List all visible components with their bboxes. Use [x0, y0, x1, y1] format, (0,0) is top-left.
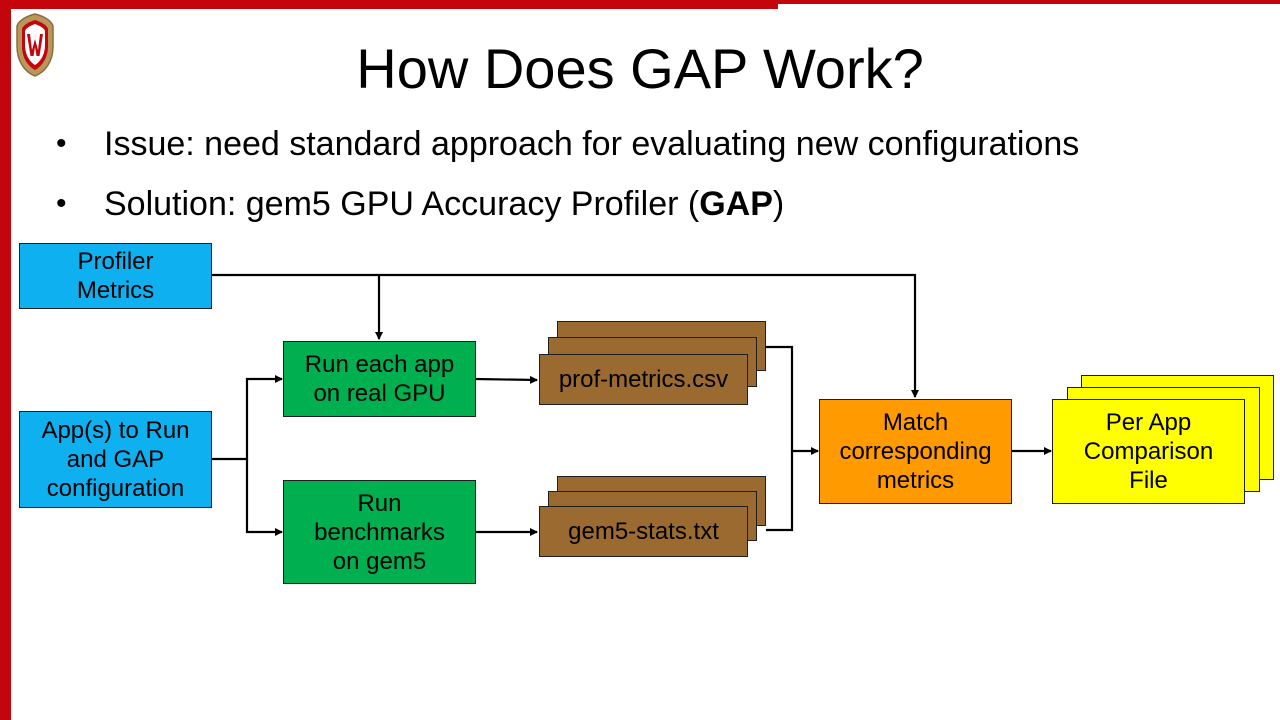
- per-app-line2: Comparison: [1083, 438, 1214, 465]
- top-accent-bar-thin: [778, 0, 1280, 4]
- profiler-metrics-line2: Metrics: [76, 277, 155, 304]
- run-gem5-line1: Run: [357, 489, 402, 517]
- bullet-issue: Issue: need standard approach for evalua…: [104, 125, 1080, 163]
- bullet-solution-suffix: ): [772, 185, 785, 223]
- gem5-stats-file: gem5-stats.txt: [539, 506, 748, 557]
- slide-title: How Does GAP Work?: [356, 37, 924, 100]
- left-accent-bar: [0, 0, 11, 720]
- run-gem5-line2: benchmarks: [314, 518, 445, 546]
- bullet-solution-bold: GAP: [699, 185, 773, 223]
- top-accent-bar: [0, 0, 778, 9]
- apps-to-run-line1: App(s) to Run: [41, 417, 190, 444]
- prof-metrics-file: prof-metrics.csv: [539, 354, 748, 405]
- run-real-gpu-line1: Run each app: [304, 351, 455, 378]
- bullet-solution-prefix: Solution: gem5 GPU Accuracy Profiler (: [104, 185, 700, 223]
- per-app-line1: Per App: [1105, 409, 1192, 436]
- bullet-marker: •: [56, 187, 67, 220]
- match-metrics-line2: corresponding: [839, 438, 992, 465]
- bullet-marker: •: [56, 127, 67, 160]
- prof-metrics-file-label: prof-metrics.csv: [558, 366, 729, 393]
- per-app-line3: File: [1129, 467, 1168, 494]
- profiler-metrics-line1: Profiler: [77, 248, 154, 275]
- run-gem5-line3: on gem5: [332, 547, 427, 575]
- match-metrics-line3: metrics: [876, 467, 955, 494]
- apps-to-run-line3: configuration: [46, 475, 185, 502]
- apps-to-run-line2: and GAP: [66, 446, 165, 473]
- match-metrics-line1: Match: [882, 409, 949, 436]
- run-real-gpu-line2: on real GPU: [313, 380, 446, 407]
- gem5-stats-file-label: gem5-stats.txt: [568, 518, 719, 545]
- bullet-solution: Solution: gem5 GPU Accuracy Profiler (GA…: [104, 184, 784, 224]
- uw-crest-icon: [16, 13, 54, 77]
